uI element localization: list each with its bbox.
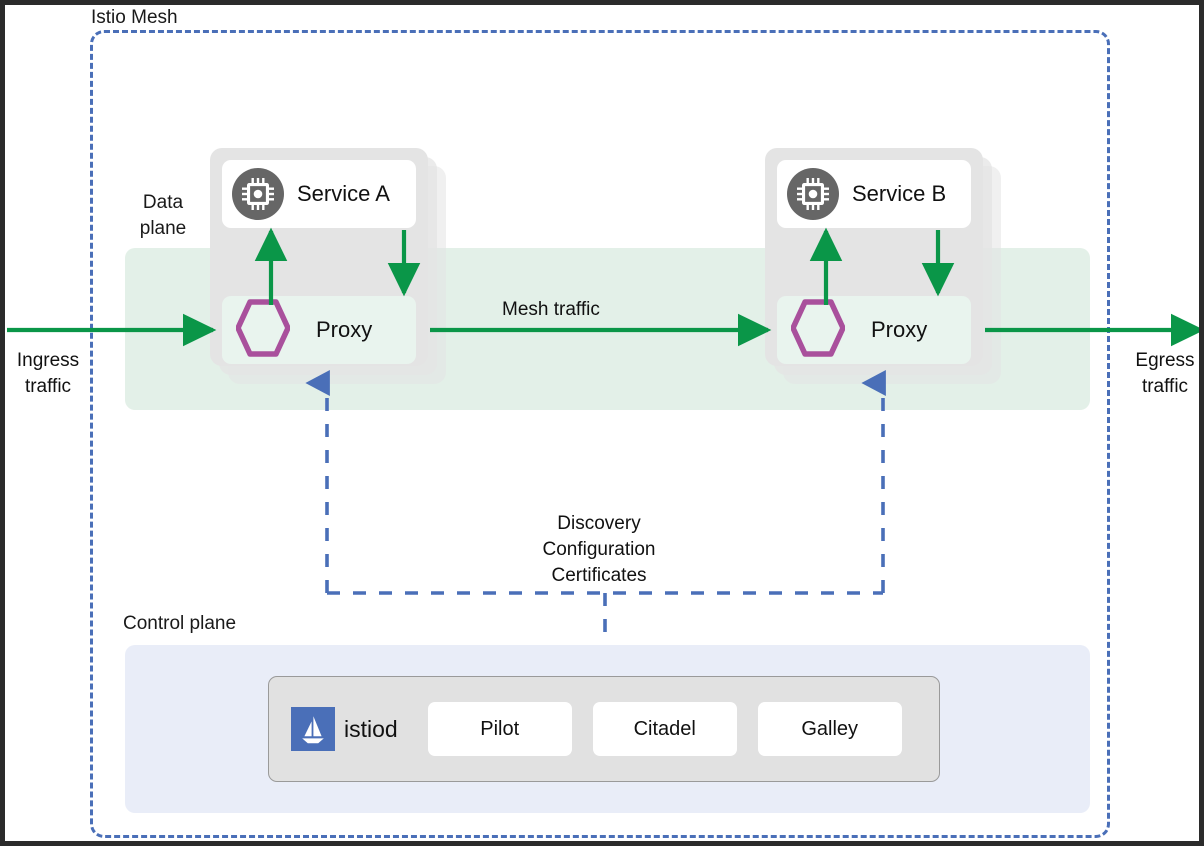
istio-mesh-title: Istio Mesh	[91, 7, 178, 28]
istio-mesh-boundary	[90, 30, 1110, 838]
hexagon-icon	[790, 298, 846, 362]
istio-sailboat-icon	[291, 707, 335, 751]
component-pilot[interactable]: Pilot	[427, 702, 572, 756]
mesh-traffic-label: Mesh traffic	[502, 299, 600, 320]
ingress-traffic-line2: traffic	[24, 376, 72, 397]
pod-service-a[interactable]: Service A Proxy	[210, 148, 460, 398]
ingress-traffic-line1: Ingress	[16, 350, 80, 371]
egress-traffic-line2: traffic	[1141, 376, 1189, 397]
data-plane-label-line1: Data	[142, 192, 184, 213]
service-a-label: Service A	[297, 181, 390, 206]
component-citadel[interactable]: Citadel	[592, 702, 737, 756]
discovery-config-certs-label: Discovery Configuration Certificates	[501, 511, 697, 589]
component-galley[interactable]: Galley	[757, 702, 902, 756]
hexagon-icon	[235, 298, 291, 362]
egress-traffic-label: Egress traffic	[1125, 348, 1199, 400]
data-plane-label-line2: plane	[139, 218, 187, 239]
istiod-label: istiod	[344, 715, 398, 742]
ingress-traffic-label: Ingress traffic	[9, 348, 87, 400]
proxy-b-box[interactable]: Proxy	[777, 296, 971, 364]
proxy-a-label: Proxy	[316, 317, 373, 342]
egress-traffic-line1: Egress	[1135, 350, 1195, 371]
microchip-icon	[232, 168, 284, 220]
proxy-b-label: Proxy	[871, 317, 928, 342]
configuration-label: Configuration	[542, 539, 656, 560]
pod-service-b[interactable]: Service B Proxy	[765, 148, 1015, 398]
service-a-box[interactable]: Service A	[222, 160, 416, 228]
istiod-container[interactable]: istiod Pilot Citadel Galley	[268, 676, 940, 782]
service-b-box[interactable]: Service B	[777, 160, 971, 228]
service-b-label: Service B	[852, 181, 947, 206]
data-plane-label: Data plane	[123, 190, 203, 242]
discovery-label: Discovery	[557, 513, 641, 534]
microchip-icon	[787, 168, 839, 220]
control-plane-label: Control plane	[123, 613, 237, 634]
certificates-label: Certificates	[551, 565, 647, 586]
proxy-a-box[interactable]: Proxy	[222, 296, 416, 364]
